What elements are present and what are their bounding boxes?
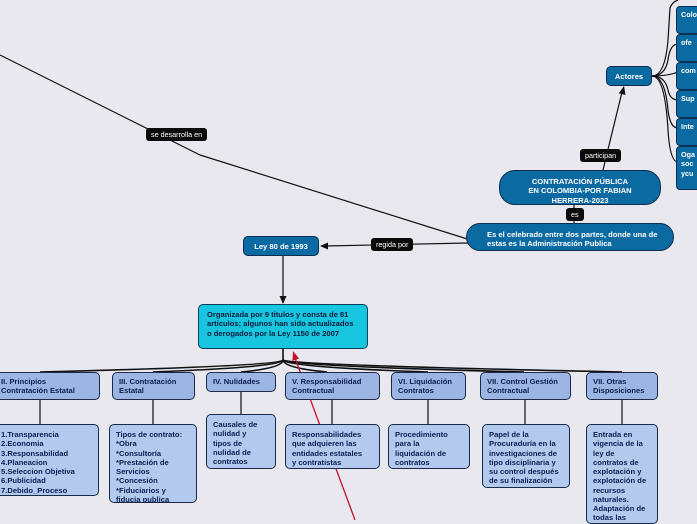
connector-label-participate: participan: [580, 149, 622, 162]
law-description[interactable]: Organizada por 9 titulos y consta de 81 …: [198, 304, 368, 349]
section-other[interactable]: VII. Otras Disposiciones: [586, 372, 658, 400]
content-principles: 1.Transparencia 2.Economia 3.Responsabil…: [0, 424, 99, 496]
actor-item-3[interactable]: com: [676, 62, 697, 90]
section-responsibility[interactable]: V. Responsabilidad Contractual: [285, 372, 380, 400]
central-definition[interactable]: Es el celebrado entre dos partes, donde …: [466, 223, 674, 251]
actor-item-6[interactable]: Oga soc ycu: [676, 146, 697, 190]
content-contracting: Tipos de contrato: *Obra *Consultoría *P…: [109, 424, 197, 503]
connector-label-develops: se desarrolla en: [146, 128, 208, 141]
section-principles[interactable]: II. Principios Contratación Estatal: [0, 372, 100, 400]
actor-item-1[interactable]: Colo: [676, 6, 697, 34]
connector-label-governed: regida por: [371, 238, 414, 251]
actor-item-2[interactable]: ofe: [676, 34, 697, 62]
actor-item-5[interactable]: Inte: [676, 118, 697, 146]
connector-label-is: es: [566, 208, 584, 221]
section-nullities[interactable]: IV. Nulidades: [206, 372, 276, 392]
law-node[interactable]: Ley 80 de 1993: [243, 236, 319, 256]
content-responsibility: Responsabilidades que adquieren las enti…: [285, 424, 380, 469]
content-nullities: Causales de nulidad y tipos de nulidad d…: [206, 414, 276, 469]
content-other: Entrada en vigencia de la ley de contrat…: [586, 424, 658, 524]
content-control: Papel de la Procuraduría en la investiga…: [482, 424, 570, 488]
central-topic[interactable]: CONTRATACIÓN PÚBLICA EN COLOMBIA-POR FAB…: [499, 170, 661, 205]
section-control[interactable]: VII. Control Gestión Contractual: [480, 372, 571, 400]
section-liquidation[interactable]: VI. Liquidación Contratos: [391, 372, 466, 400]
actors-node[interactable]: Actores: [606, 66, 652, 86]
section-contracting[interactable]: III. Contratación Estatal: [112, 372, 195, 400]
content-liquidation: Procedimiento para la liquidación de con…: [388, 424, 470, 469]
actor-item-4[interactable]: Sup: [676, 90, 697, 118]
